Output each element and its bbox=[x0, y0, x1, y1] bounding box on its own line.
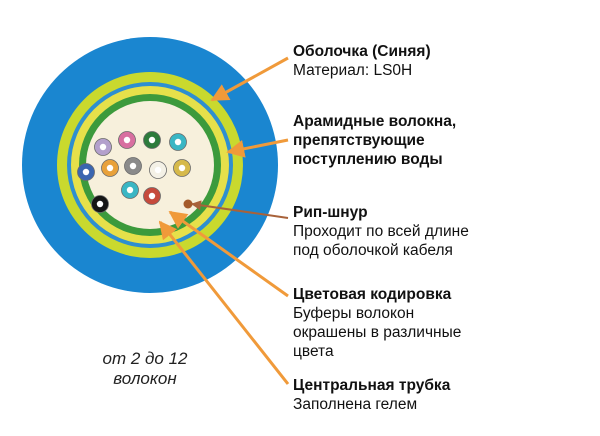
gel-fill bbox=[86, 101, 214, 229]
fiber-core bbox=[129, 162, 137, 170]
label-aramid: Арамидные волокна, препятствующие поступ… bbox=[293, 113, 457, 168]
fiber-core bbox=[82, 168, 90, 176]
fiber-core bbox=[178, 164, 186, 172]
label-sheath: Оболочка (Синяя) Материал: LS0H bbox=[293, 43, 431, 79]
fiber-core bbox=[99, 143, 107, 151]
ripcord-icon bbox=[183, 199, 193, 209]
fiber-core bbox=[96, 200, 104, 208]
fiber-core bbox=[148, 136, 156, 144]
label-central-tube: Центральная трубка Заполнена гелем bbox=[293, 377, 451, 413]
fiber-core bbox=[126, 186, 134, 194]
arrow-ripcord bbox=[191, 200, 289, 219]
label-color-coding: Цветовая кодировка Буферы волокон окраше… bbox=[293, 286, 462, 360]
arrow-sheath bbox=[210, 56, 289, 102]
label-ripcord: Рип-шнур Проходит по всей длине под обол… bbox=[293, 204, 469, 259]
fiber-core bbox=[123, 136, 131, 144]
fiber-core bbox=[154, 166, 162, 174]
arrow-central-tube bbox=[158, 220, 290, 385]
fiber-core bbox=[106, 164, 114, 172]
arrow-color-coding bbox=[168, 210, 289, 298]
fiber-core bbox=[174, 138, 182, 146]
fiber-count-caption: от 2 до 12 волокон bbox=[102, 349, 188, 388]
fiber-core bbox=[148, 192, 156, 200]
arrow-aramid bbox=[226, 138, 289, 158]
fiber-buffers bbox=[77, 131, 191, 213]
